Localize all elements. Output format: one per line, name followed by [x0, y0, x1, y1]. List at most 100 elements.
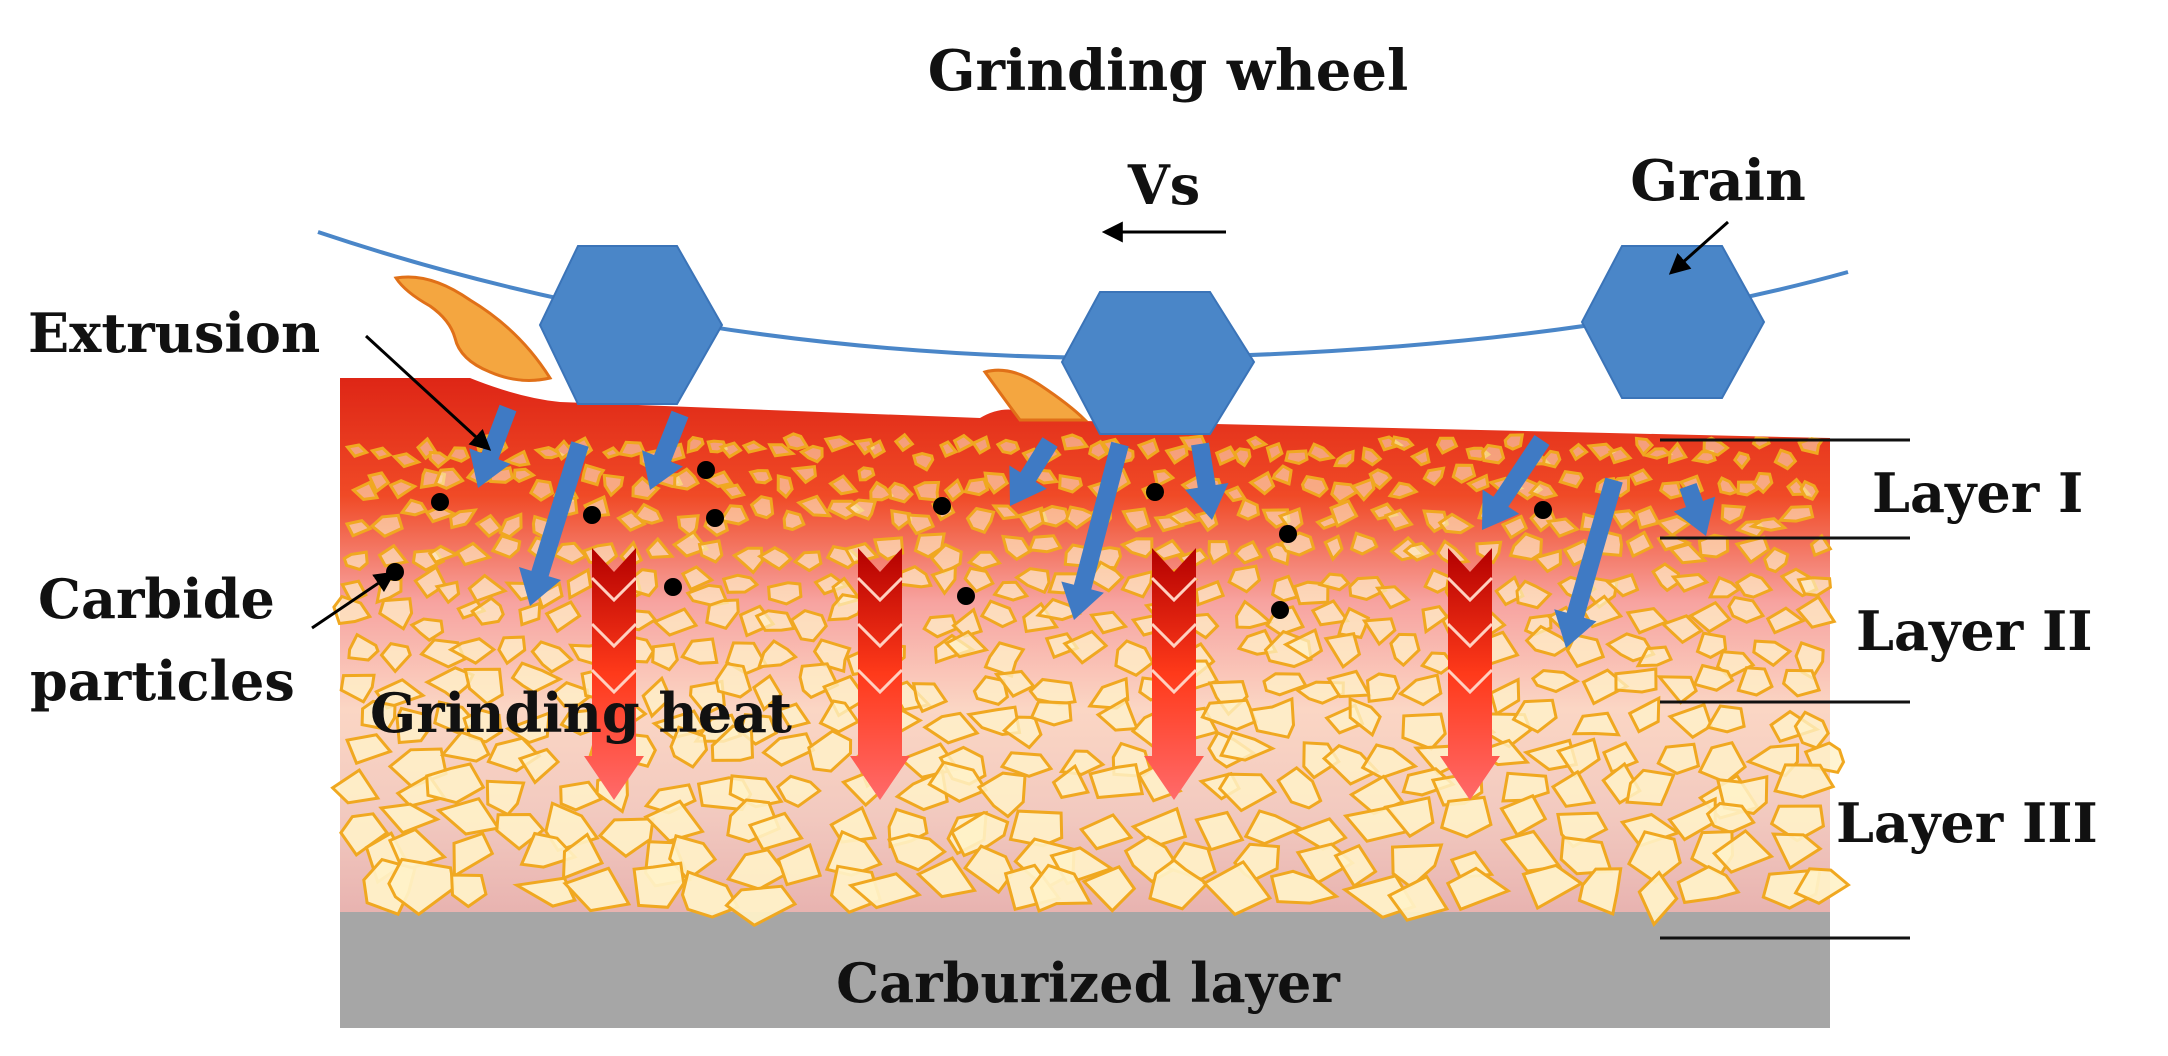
grain-flake: [887, 833, 948, 872]
grain-flake: [1586, 442, 1617, 462]
grain-flake: [1028, 677, 1077, 706]
grain-flake: [504, 710, 551, 745]
grain-flake: [1770, 832, 1823, 871]
heat-chevron: [1446, 668, 1494, 695]
grain-flake: [1060, 433, 1090, 451]
grain-flake: [1361, 617, 1397, 647]
grain-flake: [450, 873, 488, 909]
grain-flake: [1733, 451, 1751, 471]
grain-flake: [1088, 763, 1145, 800]
grain-flake: [893, 432, 915, 453]
grain-flake: [1439, 795, 1493, 839]
heat-chevron: [590, 668, 638, 695]
grain-flake: [495, 812, 546, 851]
grain-flake: [999, 751, 1054, 778]
grain-flake: [428, 451, 451, 469]
grain-flake: [686, 435, 705, 454]
grain-flake: [462, 708, 503, 744]
heat-arrow: [850, 548, 910, 800]
grain-flake: [427, 544, 461, 564]
grain-flake: [452, 831, 495, 879]
grain-flake: [1223, 485, 1247, 503]
grain-flake: [1435, 436, 1459, 455]
vs-label: Vs: [1127, 153, 1200, 217]
grain-flake: [1136, 437, 1160, 460]
grain-flake: [1625, 606, 1670, 635]
grain-flake: [922, 614, 960, 639]
grain-flake: [1062, 629, 1109, 665]
grain-flake: [1194, 810, 1245, 852]
heat-chevron: [590, 576, 638, 603]
grain-flake: [1262, 672, 1308, 697]
layer3-label: Layer III: [1836, 791, 2098, 855]
grain-flake: [1321, 743, 1380, 786]
grain-flake: [721, 573, 760, 594]
grain-flake: [519, 831, 578, 869]
grain-flake: [1796, 576, 1832, 597]
grain-flake: [1558, 470, 1584, 489]
grain-flake: [671, 529, 710, 558]
grain-flake: [530, 640, 575, 674]
grain-flake: [911, 682, 949, 714]
grain-flake: [1656, 675, 1698, 705]
grain-flake: [641, 675, 673, 719]
grain-flake: [1736, 666, 1774, 697]
grain-flake: [1656, 742, 1701, 776]
grain-flake: [1348, 575, 1388, 601]
heat-chevron: [1150, 576, 1198, 603]
grain-flake: [1248, 470, 1276, 496]
grain-flake: [1368, 468, 1393, 491]
grain-flake: [710, 724, 755, 762]
grain-flake: [474, 513, 504, 539]
grain-flake: [991, 504, 1022, 521]
grain-flake: [1607, 446, 1633, 465]
grain-flake: [731, 546, 764, 575]
grain-flake: [1667, 702, 1714, 740]
grain-flake: [1717, 476, 1740, 496]
grain-flake: [1234, 599, 1274, 630]
grain-flake: [790, 464, 817, 485]
grain-flake: [1752, 471, 1774, 495]
grain-flake: [1500, 514, 1529, 540]
grain-flake: [602, 473, 625, 498]
grain-flake: [485, 779, 526, 817]
grain-flake: [533, 446, 565, 460]
grinding-heat-arrows: [584, 548, 1500, 800]
grain-flake: [1705, 704, 1746, 734]
extrusion-label: Extrusion: [28, 301, 320, 365]
grain-flake: [1668, 542, 1708, 565]
grain-flake: [467, 573, 508, 603]
grain-flake: [1078, 813, 1134, 851]
grain-flake: [1064, 505, 1099, 530]
grain-flake: [767, 581, 803, 606]
grain-flake: [993, 669, 1036, 698]
grain-flake: [633, 502, 664, 525]
grain-flake: [1387, 481, 1419, 500]
grain-flake: [705, 598, 740, 631]
grain-flake: [847, 872, 923, 910]
grain-flake: [1337, 606, 1371, 640]
grain-flake: [1095, 696, 1140, 732]
grain-flake: [344, 518, 373, 538]
grain-flake: [409, 617, 445, 643]
grain-flake: [1402, 541, 1435, 562]
grain-flake: [369, 446, 393, 461]
grain-flake: [979, 599, 1018, 629]
grain-flake: [1361, 446, 1383, 467]
grain-flake: [1165, 507, 1201, 527]
grain-flake: [1777, 504, 1815, 523]
grain-flake: [1634, 436, 1655, 457]
grain-flake: [360, 699, 397, 732]
grain-flake: [752, 673, 784, 712]
grain-label: Grain: [1630, 148, 1806, 214]
grain-flake: [1521, 863, 1585, 911]
grain-flake: [455, 541, 493, 567]
grain-flake: [777, 702, 812, 730]
grain-flake: [1317, 572, 1351, 592]
grain-flake: [1762, 546, 1790, 574]
grain-flake: [1284, 449, 1309, 465]
grain-flake: [1276, 766, 1323, 810]
flow-arrow: [1009, 437, 1058, 506]
grain-flake: [456, 599, 487, 620]
